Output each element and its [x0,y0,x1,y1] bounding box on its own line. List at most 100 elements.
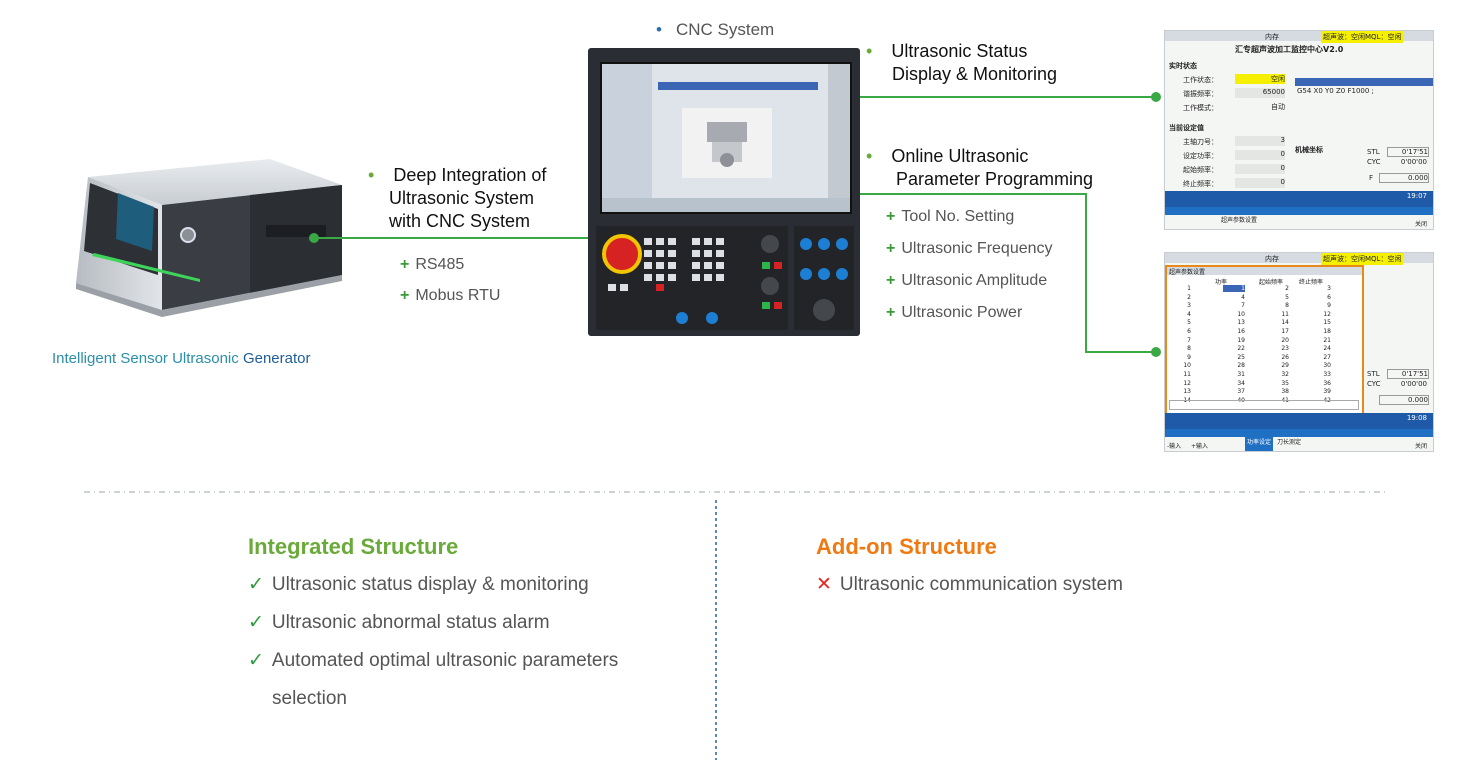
screen1-value: 0 [1235,178,1285,188]
integrated-item-text: Ultrasonic abnormal status alarm [271,612,550,633]
screen2-col-power: 功率 [1215,279,1228,286]
screen2-table-cell[interactable]: 39 [1323,388,1331,396]
integrated-structure-section: Integrated Structure ✓Ultrasonic status … [248,534,688,718]
screen2-table-cell[interactable]: 2 [1285,285,1289,292]
cnc-mcp-panel [794,226,854,330]
screen2-table-cell: 2 [1187,293,1191,301]
cnc-screen-3d-view [682,108,772,178]
screen2-table-cell[interactable]: 4 [1241,293,1245,301]
screen2-table-cell[interactable]: 22 [1237,345,1245,353]
screen2-table-cell[interactable]: 37 [1237,388,1245,396]
screen2-table-cell: 8 [1187,345,1191,353]
screen2-table-cell[interactable]: 1 [1223,285,1245,292]
screen2-table-cell[interactable]: 31 [1237,371,1245,378]
generator-drawing [76,159,342,317]
screen2-table-cell[interactable]: 33 [1323,371,1331,378]
screen1-label: 设定功率： [1183,152,1218,160]
screen2-table-cell[interactable]: 10 [1237,310,1245,318]
protocol-item: +Mobus RTU [400,287,501,304]
screen2-table-cell: 7 [1187,336,1191,344]
screen2-table-cell[interactable]: 12 [1323,310,1331,318]
screen1-softkey[interactable]: 超声参数设置 [1221,217,1258,224]
deep-integration-line1: Deep Integration of [393,165,547,185]
screen2-table-cell[interactable]: 11 [1281,310,1289,318]
parameter-frequency: Ultrasonic Frequency [901,240,1053,257]
cnc-screen-side-panel [602,64,652,212]
screen2-table-cell[interactable]: 32 [1281,371,1289,378]
screen1-time2: 0'00'00 [1400,158,1427,166]
screen2-table-cell[interactable]: 15 [1323,319,1331,327]
screen2-table-cell[interactable]: 18 [1323,328,1331,335]
screen2-table-cell: 6 [1187,328,1191,335]
screen2-table-cell[interactable]: 5 [1285,293,1289,301]
screen2-table-cell[interactable]: 24 [1323,345,1331,353]
screen2-dialog-title: 超声参数设置 [1169,269,1206,276]
addon-structure-section: Add-on Structure ✕Ultrasonic communicati… [816,534,1316,604]
status-display-line2: Display & Monitoring [892,64,1058,84]
screen2-table-cell[interactable]: 7 [1241,302,1245,310]
screen2-table-cell[interactable]: 29 [1281,362,1289,370]
screen2-softkey-tool-length[interactable]: 刀长测定 [1276,439,1301,446]
screen2-table-cell[interactable]: 16 [1237,328,1245,335]
screen1-program-text: G54 X0 Y0 Z0 F1000 ; [1297,87,1374,95]
deep-integration-line2: Ultrasonic System [389,188,535,208]
screen2-table-cell[interactable]: 30 [1323,362,1331,370]
screen2-table-cell[interactable]: 3 [1327,285,1331,292]
screen1-time1: 0'17'51 [1387,147,1429,157]
screen2-table-cell[interactable]: 9 [1327,302,1331,310]
screen2-table-cell[interactable]: 34 [1237,379,1245,387]
screen1-value: 空闲 [1235,74,1285,84]
cnc-screen-highlight [658,82,818,90]
screen2-input-field[interactable] [1169,400,1359,410]
screen1-close-button[interactable]: 关闭 [1414,221,1427,228]
bullet-icon: • [866,146,873,166]
screen1-label: 工作模式： [1183,104,1218,112]
screen2-time2: 0'00'00 [1400,380,1427,388]
screen2-table-cell[interactable]: 21 [1323,336,1331,344]
screen2-softkey-plus[interactable]: +输入 [1191,443,1209,450]
cnc-screen [600,62,852,214]
screen2-table-cell[interactable]: 35 [1281,379,1289,387]
screen2-table-cell[interactable]: 38 [1281,388,1289,396]
screen2-table-cell[interactable]: 17 [1281,328,1289,335]
screen2-cyc: CYC [1367,380,1381,388]
screen2-stl: STL [1367,370,1380,378]
screen1-label: 终止频率： [1183,180,1218,188]
status-monitor-screen: 内存 超声波：空闲MQL：空闲 汇专超声波加工监控中心V2.0 实时状态 工作状… [1164,30,1434,230]
screen2-table-cell[interactable]: 25 [1237,353,1245,361]
screen2-table-cell[interactable]: 27 [1323,353,1331,361]
protocol-item: +RS485 [400,256,465,273]
addon-item: ✕Ultrasonic communication system [816,566,1316,604]
screen2-table-cell[interactable]: 23 [1281,345,1289,353]
screen1-clock: 19:07 [1406,192,1427,200]
protocol-list: +RS485 +Mobus RTU [400,256,500,305]
screen2-col-start: 起始频率 [1259,279,1284,286]
screen2-table-cell[interactable]: 6 [1327,293,1331,301]
screen1-label: 工作状态： [1183,76,1218,84]
screen2-table-cell[interactable]: 26 [1281,353,1289,361]
screen2-table-cell[interactable]: 19 [1237,336,1245,344]
screen2-close-button[interactable]: 关闭 [1414,443,1427,450]
connector-cnc-status [860,96,1156,98]
screen2-topbar [1165,253,1433,263]
screen2-softkey-power[interactable]: 功率设定 [1245,437,1273,451]
integrated-item-text: Automated optimal ultrasonic parameters [271,650,619,671]
cnc-screen-bottom-bar [602,198,850,212]
connector-dot-status [1151,92,1161,102]
addon-title: Add-on Structure [816,534,997,559]
screen2-table-cell[interactable]: 20 [1281,336,1289,344]
screen1-stl: STL [1367,148,1380,156]
parameter-tool-no: Tool No. Setting [901,208,1015,225]
check-icon: ✓ [248,650,264,671]
screen2-table-cell[interactable]: 36 [1323,379,1331,387]
screen2-table-cell: 13 [1183,388,1191,396]
screen2-table-cell[interactable]: 28 [1237,362,1245,370]
screen2-table-cell[interactable]: 13 [1237,319,1245,327]
screen2-softkey-minus[interactable]: -输入 [1167,443,1182,450]
screen2-table-cell[interactable]: 8 [1285,302,1289,310]
screen2-table-cell[interactable]: 14 [1281,319,1289,327]
screen1-mech-pos: 机械坐标 [1295,146,1323,154]
cnc-keypad [596,226,788,330]
